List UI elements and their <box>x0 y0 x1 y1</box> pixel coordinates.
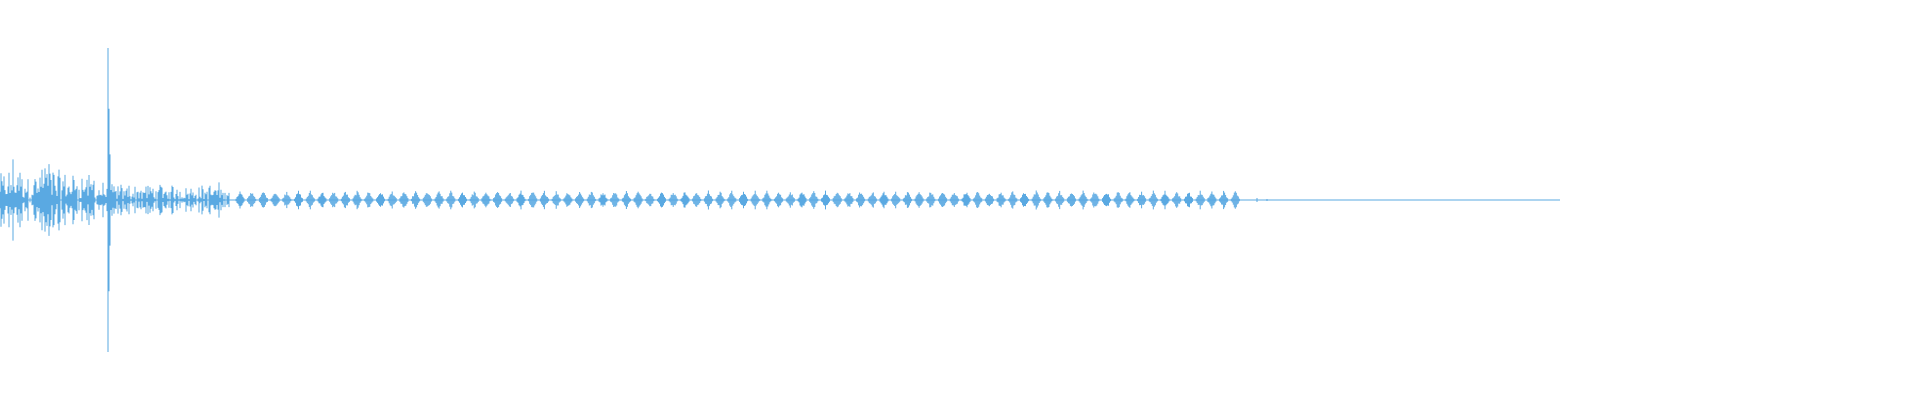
waveform-bars <box>0 48 1268 352</box>
